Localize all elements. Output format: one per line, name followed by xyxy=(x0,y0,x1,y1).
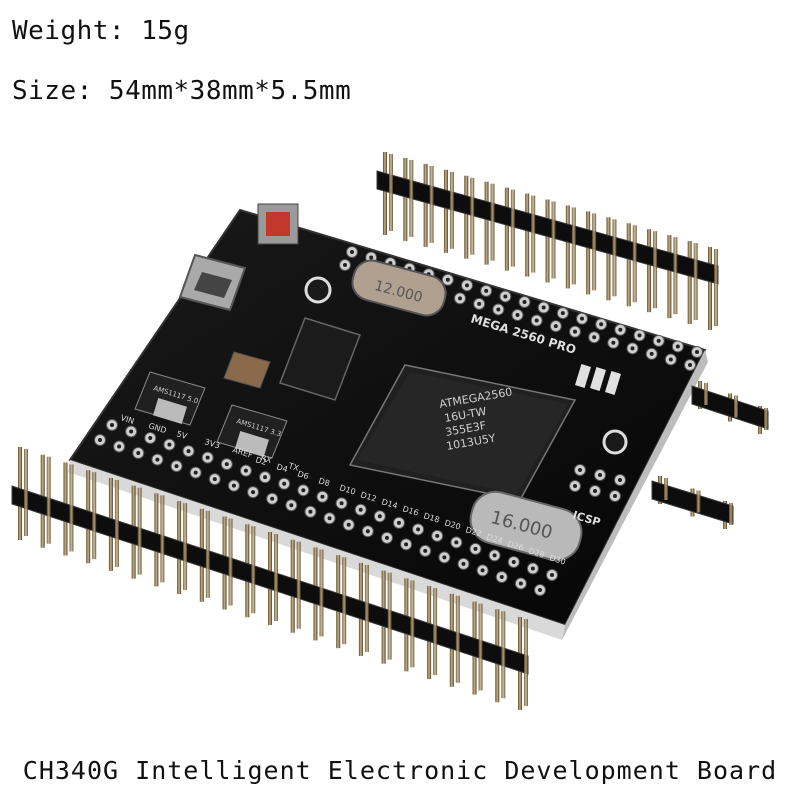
top-header-pin xyxy=(667,235,672,319)
top-header-pin xyxy=(632,225,637,303)
top-header-pin xyxy=(504,187,509,271)
status-leds xyxy=(575,364,621,395)
top-header-pin xyxy=(403,157,408,241)
top-header-pin xyxy=(551,201,556,279)
loose-lower-header-pin xyxy=(696,490,701,513)
top-header-pin xyxy=(714,249,718,326)
top-header-pin xyxy=(586,211,591,295)
bottom-header-pin xyxy=(501,611,506,699)
top-header-pin xyxy=(383,152,387,235)
loose-upper-header-housing xyxy=(691,385,769,430)
capacitor xyxy=(223,351,271,389)
bottom-header-pin xyxy=(137,487,142,575)
product-caption: CH340G Intelligent Electronic Developmen… xyxy=(22,756,778,785)
top-header-pin xyxy=(464,175,469,259)
top-header-pin xyxy=(592,213,597,291)
bottom-header-pin xyxy=(478,603,483,691)
bottom-header-pin xyxy=(319,549,324,637)
size-spec: Size: 54mm*38mm*5.5mm xyxy=(12,76,352,106)
bottom-pin-header xyxy=(11,447,529,710)
loose-upper-header-pin xyxy=(734,395,738,418)
top-header-pin xyxy=(484,181,489,265)
top-header-pin xyxy=(449,171,454,249)
digital-pin-label: D2 xyxy=(254,455,267,467)
top-header-pin xyxy=(490,183,495,261)
reset-button xyxy=(257,203,299,245)
top-header-pin xyxy=(571,207,576,285)
top-header-pin xyxy=(612,219,617,297)
top-header-pin xyxy=(545,199,550,283)
bottom-header-pin xyxy=(251,526,256,614)
top-pin-header xyxy=(376,152,719,330)
top-header-pin xyxy=(429,165,434,243)
bottom-header-pin xyxy=(342,557,347,645)
loose-pin-header-lower xyxy=(651,476,734,529)
bottom-header-pin xyxy=(92,472,97,560)
top-header-pin xyxy=(647,229,652,313)
top-header-pin xyxy=(673,237,678,315)
bottom-header-pin xyxy=(228,518,233,606)
top-header-pin xyxy=(409,159,414,237)
top-header-pin xyxy=(687,241,692,325)
mcu-chip: ATMEGA2560 16U-TW 355E3F 1013U5Y xyxy=(348,364,577,501)
loose-lower-header-pin xyxy=(729,503,733,525)
bottom-pin-label: TX xyxy=(286,461,300,473)
micro-usb-port xyxy=(178,253,247,312)
top-header-pin xyxy=(653,231,658,309)
regulator-5v: AMS1117 5.0 xyxy=(134,371,206,426)
bottom-pin-label: VIN xyxy=(119,413,135,426)
bottom-header-pin xyxy=(296,541,301,629)
bottom-header-pin xyxy=(24,449,28,536)
top-header-pin xyxy=(389,154,393,231)
bottom-header-pin xyxy=(160,495,165,583)
digital-pin-label: D4 xyxy=(275,462,288,474)
regulator-3v3: AMS1117 3.3 xyxy=(216,404,288,459)
loose-upper-header-pin xyxy=(704,383,708,405)
bottom-header-pin xyxy=(524,619,528,706)
top-header-pin xyxy=(510,189,515,267)
top-header-pin xyxy=(443,169,448,253)
digital-pin-label: D6 xyxy=(296,469,309,481)
loose-pin-header-upper xyxy=(691,381,769,434)
usb-serial-chip xyxy=(279,317,361,401)
top-header-pin xyxy=(531,195,536,273)
bottom-header-pin xyxy=(274,534,278,621)
loose-lower-header-pin xyxy=(664,478,668,500)
bottom-pin-label: 5V xyxy=(175,429,188,441)
bottom-header-pin xyxy=(114,479,119,567)
top-header-pin xyxy=(626,223,631,307)
bottom-header-pin xyxy=(455,595,460,683)
bottom-header-pin xyxy=(387,572,392,660)
top-header-pin xyxy=(525,193,530,277)
digital-pin-label: D8 xyxy=(317,476,330,488)
bottom-header-pin xyxy=(433,588,438,676)
mounting-holes xyxy=(304,276,628,455)
bottom-header-pin xyxy=(410,580,415,668)
weight-spec: Weight: 15g xyxy=(12,16,190,46)
bottom-header-pin xyxy=(364,564,369,652)
bottom-header-pin xyxy=(46,456,51,544)
bottom-header-pin xyxy=(205,510,210,598)
top-header-pin xyxy=(423,163,428,247)
bottom-header-pin xyxy=(183,503,188,591)
bottom-header-pin xyxy=(69,464,74,552)
top-header-pin xyxy=(470,177,475,255)
crystal-16mhz: 16.000 xyxy=(469,490,583,562)
top-header-pin xyxy=(693,243,698,321)
top-header-pin xyxy=(606,217,611,301)
bottom-pin-label: 3V3 xyxy=(203,437,221,450)
loose-upper-header-pin xyxy=(764,408,768,430)
crystal-12mhz: 12.000 xyxy=(351,259,447,317)
top-header-pin xyxy=(708,247,712,330)
top-header-pin xyxy=(565,205,570,289)
bottom-pin-label: RX xyxy=(259,453,273,465)
